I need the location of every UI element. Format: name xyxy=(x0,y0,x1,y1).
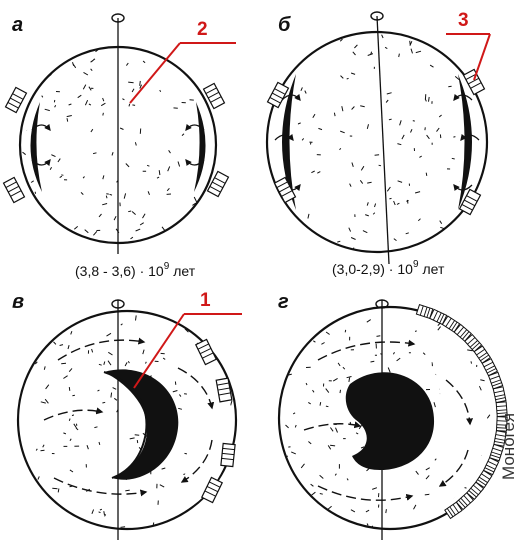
convection-arrow-icon xyxy=(274,133,294,142)
crust-segment xyxy=(488,443,505,462)
panel-b: б xyxy=(265,10,491,277)
panel-g: г Моногея xyxy=(277,291,518,540)
crust-segment xyxy=(473,345,492,364)
core xyxy=(345,372,435,470)
crust-segment xyxy=(466,481,485,500)
convection-arrow-icon xyxy=(185,123,205,132)
crust-segment xyxy=(495,401,508,418)
flow-arrow-icon xyxy=(445,379,474,426)
core-boundary-crescent xyxy=(30,102,42,192)
convection-arrow-icon xyxy=(31,158,51,167)
marker-1-leader xyxy=(133,313,185,389)
crust-segment xyxy=(492,386,507,404)
marker-1-label: 1 xyxy=(200,290,211,311)
panel-letter: а xyxy=(12,14,23,36)
rotation-arrow-icon xyxy=(111,299,125,309)
inner-body-texture xyxy=(292,66,456,218)
crust-block xyxy=(194,338,218,366)
crust-block xyxy=(458,188,482,216)
crust-segment xyxy=(493,430,507,447)
crust-segment xyxy=(475,469,493,489)
marker-3-label: 3 xyxy=(458,10,469,31)
crust-segment xyxy=(481,358,499,377)
convection-arrow-icon xyxy=(453,183,473,192)
convection-arrow-icon xyxy=(185,158,205,167)
flow-arrow-icon xyxy=(177,367,215,410)
crust-segment xyxy=(453,323,472,342)
supercontinent-crust xyxy=(415,303,508,520)
crust-block xyxy=(4,86,28,114)
flow-arrow-icon xyxy=(317,485,414,501)
core-boundary-crescent xyxy=(194,102,206,192)
convection-arrow-icon xyxy=(453,93,473,102)
crust-block xyxy=(2,176,26,204)
flow-arrow-icon xyxy=(180,439,213,483)
crust-block xyxy=(220,442,236,468)
crust-segment xyxy=(415,303,434,320)
panel-a: а 2 xyxy=(2,13,236,279)
rotation-arrow-icon xyxy=(370,11,384,21)
rotation-arrow-icon xyxy=(375,299,389,309)
core-crescent xyxy=(104,369,179,480)
rotation-axis xyxy=(376,15,390,265)
flow-arrow-icon xyxy=(317,339,416,361)
speckle xyxy=(292,66,456,218)
flow-arrow-icon xyxy=(53,477,148,497)
core-boundary-crescent xyxy=(458,74,472,210)
crust-segment xyxy=(429,308,448,326)
convection-arrow-icon xyxy=(281,93,301,102)
marker-2-leader xyxy=(129,42,181,104)
crust-segment xyxy=(482,457,500,476)
crust-block xyxy=(266,81,290,109)
panel-letter: г xyxy=(278,291,289,313)
convection-arrow-icon xyxy=(31,123,51,132)
crust-block xyxy=(200,476,224,504)
side-label-monogea: Моногея xyxy=(499,413,518,480)
crust-segment xyxy=(441,315,461,333)
crust-segment xyxy=(455,492,475,511)
core-boundary-crescent xyxy=(282,74,296,210)
panel-v: в 1 xyxy=(12,290,242,540)
flow-arrow-icon xyxy=(438,449,469,487)
flow-arrow-icon xyxy=(303,421,362,431)
crust-segment xyxy=(495,416,508,432)
crust-block xyxy=(462,68,486,96)
crust-block xyxy=(215,377,233,403)
crust-block xyxy=(206,170,230,198)
panel-letter: в xyxy=(12,291,24,313)
crust-segment xyxy=(464,333,483,353)
rotation-arrow-icon xyxy=(111,13,125,23)
flow-arrow-icon xyxy=(57,337,146,361)
panel-letter: б xyxy=(278,14,291,36)
crust-segment xyxy=(487,371,504,390)
flow-arrow-icon xyxy=(43,407,104,421)
convection-arrow-icon xyxy=(460,133,480,142)
crust-block xyxy=(202,82,226,110)
crust-segment xyxy=(444,501,463,520)
marker-3-leader xyxy=(473,33,491,81)
marker-2-label: 2 xyxy=(197,19,208,40)
crust-block xyxy=(273,176,297,204)
